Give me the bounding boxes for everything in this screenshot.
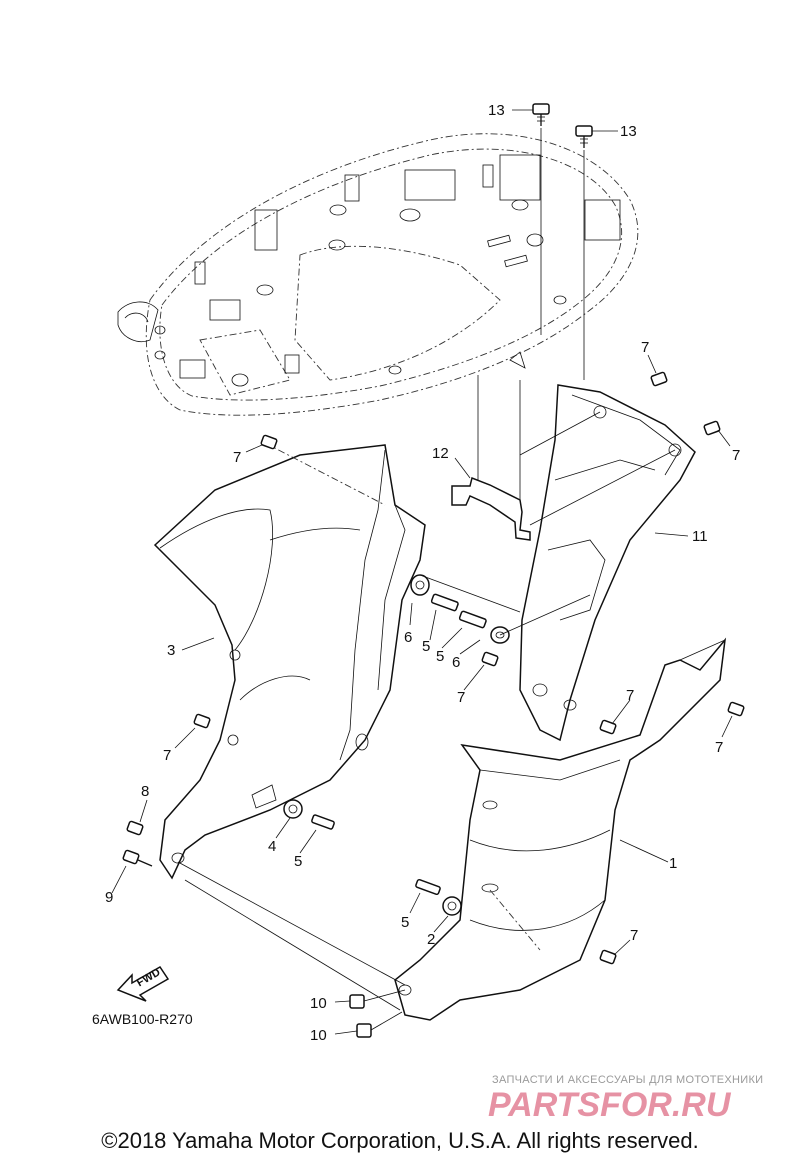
callout-7-top-right: 7 — [641, 339, 649, 356]
collar-5-bottom — [415, 878, 441, 896]
bolt-7-h — [599, 949, 617, 965]
top-cowling-outline — [117, 128, 639, 416]
bracket-12 — [451, 375, 531, 541]
bolt-7-a — [650, 371, 668, 387]
callout-2: 2 — [427, 931, 435, 948]
bolt-7-b — [703, 420, 721, 436]
fwd-arrow-icon: FWD — [116, 966, 170, 1002]
bolt-9 — [122, 849, 153, 867]
watermark-subtitle: ЗАПЧАСТИ И АКСЕССУАРЫ ДЛЯ МОТОТЕХНИКИ — [492, 1074, 763, 1086]
callout-6-upper: 6 — [404, 629, 412, 646]
diagram-reference-code: 6AWB100-R270 — [92, 1011, 193, 1027]
clip-nut-10-upper — [349, 994, 365, 1009]
callout-7-mid-right: 7 — [626, 687, 634, 704]
collar-5-mid — [311, 814, 335, 830]
callout-7-bottom: 7 — [630, 927, 638, 944]
callout-10-upper: 10 — [310, 995, 327, 1012]
bolt-7-d — [481, 651, 499, 667]
callout-4: 4 — [268, 838, 276, 855]
bolt-7-g — [727, 701, 745, 717]
callout-7-mid: 7 — [457, 689, 465, 706]
callout-5-mid: 5 — [294, 853, 302, 870]
callout-7-upper-left: 7 — [233, 449, 241, 466]
clip-nut-10-lower — [356, 1023, 372, 1038]
side-cover-3 — [153, 442, 426, 880]
callout-7-left: 7 — [163, 747, 171, 764]
callout-13-left: 13 — [488, 102, 505, 119]
collar-5-upper — [430, 593, 459, 612]
grommet-6-upper — [410, 574, 430, 596]
callout-9: 9 — [105, 889, 113, 906]
callout-11: 11 — [692, 528, 708, 545]
callout-6-lower: 6 — [452, 654, 460, 671]
callout-7-far-right: 7 — [732, 447, 740, 464]
bolt-7-c — [260, 434, 278, 450]
bolt-13-left — [532, 103, 550, 126]
callout-5-upper: 5 — [422, 638, 430, 655]
side-cover-11 — [519, 384, 696, 742]
copyright-notice: ©2018 Yamaha Motor Corporation, U.S.A. A… — [101, 1128, 699, 1153]
bolt-13-right — [575, 125, 593, 148]
callout-5-bottom: 5 — [401, 914, 409, 931]
grommet-4 — [283, 799, 303, 819]
callout-12: 12 — [432, 445, 449, 462]
callout-10-lower: 10 — [310, 1027, 327, 1044]
callout-5-lower: 5 — [436, 648, 444, 665]
watermark-brand: PARTSFOR.RU — [488, 1086, 732, 1124]
bolt-7-e — [193, 713, 211, 729]
leader-lines — [111, 109, 733, 1035]
callout-13-right: 13 — [620, 123, 637, 140]
callout-3: 3 — [167, 642, 175, 659]
grommet-2 — [442, 896, 462, 916]
bottom-cover-1 — [177, 637, 727, 1021]
callout-7-right: 7 — [715, 739, 723, 756]
callout-1: 1 — [669, 855, 677, 872]
callout-8: 8 — [141, 783, 149, 800]
collar-5-lower — [458, 610, 487, 629]
bolt-8 — [126, 820, 144, 836]
watermark: ЗАПЧАСТИ И АКСЕССУАРЫ ДЛЯ МОТОТЕХНИКИ PA… — [488, 1074, 763, 1124]
